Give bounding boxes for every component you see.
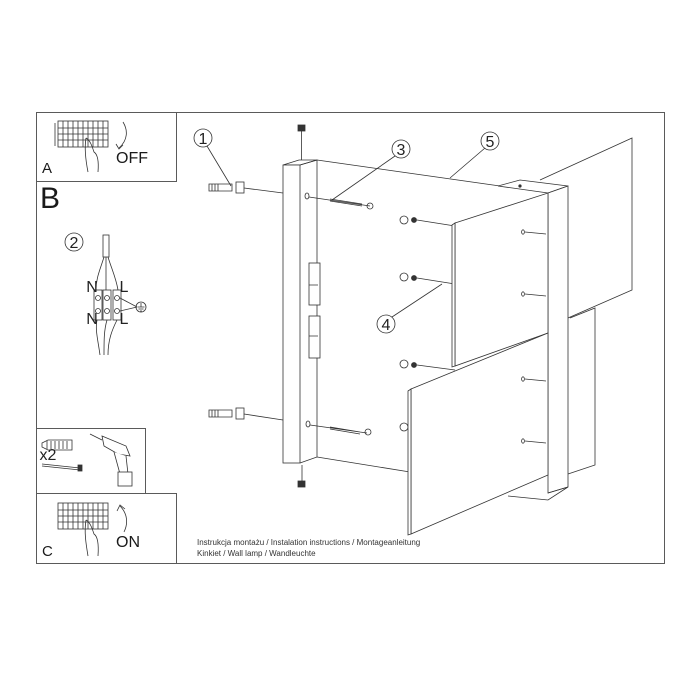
callout-5 bbox=[449, 131, 500, 179]
screw-icon bbox=[41, 463, 83, 472]
step-c-label: C bbox=[42, 543, 53, 560]
wall-plug-upper-icon bbox=[208, 181, 284, 194]
top-screw-icon bbox=[297, 124, 306, 160]
bottom-screw-icon bbox=[297, 465, 306, 488]
circuit-breaker-switch-on-icon bbox=[57, 502, 128, 557]
terminal-l-bottom: L bbox=[120, 311, 129, 328]
callout-4-number: 4 bbox=[382, 317, 391, 334]
terminal-n-top: N bbox=[86, 279, 98, 296]
callout-5-number: 5 bbox=[486, 134, 495, 151]
step-a-label: A bbox=[42, 160, 53, 177]
cordless-drill-icon bbox=[89, 433, 133, 487]
tools-drawing bbox=[41, 433, 133, 487]
wiring-diagram bbox=[93, 234, 147, 356]
nut-washer-icon bbox=[399, 215, 456, 432]
wall-plug-lower-icon bbox=[208, 407, 284, 421]
callout-2 bbox=[64, 232, 84, 252]
circuit-breaker-switch-off-icon bbox=[54, 120, 127, 173]
outer-frame bbox=[36, 112, 665, 564]
step-c-action: ON bbox=[116, 534, 140, 551]
earth-ground-icon bbox=[135, 301, 147, 313]
caption-subtitle: Kinkiet / Wall lamp / Wandleuchte bbox=[197, 549, 316, 558]
terminal-n-bottom: N bbox=[86, 311, 98, 328]
callout-3-number: 3 bbox=[397, 142, 406, 159]
callout-3 bbox=[331, 139, 411, 201]
callout-4 bbox=[376, 283, 443, 334]
long-screw-lower-icon bbox=[305, 420, 372, 436]
step-b-label: B bbox=[40, 182, 61, 215]
callout-1-number: 1 bbox=[199, 131, 208, 148]
long-screw-upper-icon bbox=[304, 192, 374, 210]
wall-plug-icon bbox=[41, 439, 73, 451]
callout-1 bbox=[193, 128, 232, 187]
caption-title: Instrukcja montażu / Instalation instruc… bbox=[197, 538, 421, 547]
terminal-l-top: L bbox=[120, 279, 129, 296]
quantity-label: x2 bbox=[40, 447, 57, 464]
step-a-action: OFF bbox=[116, 150, 148, 167]
mounting-bracket bbox=[282, 159, 321, 464]
callout-2-number: 2 bbox=[70, 235, 79, 252]
